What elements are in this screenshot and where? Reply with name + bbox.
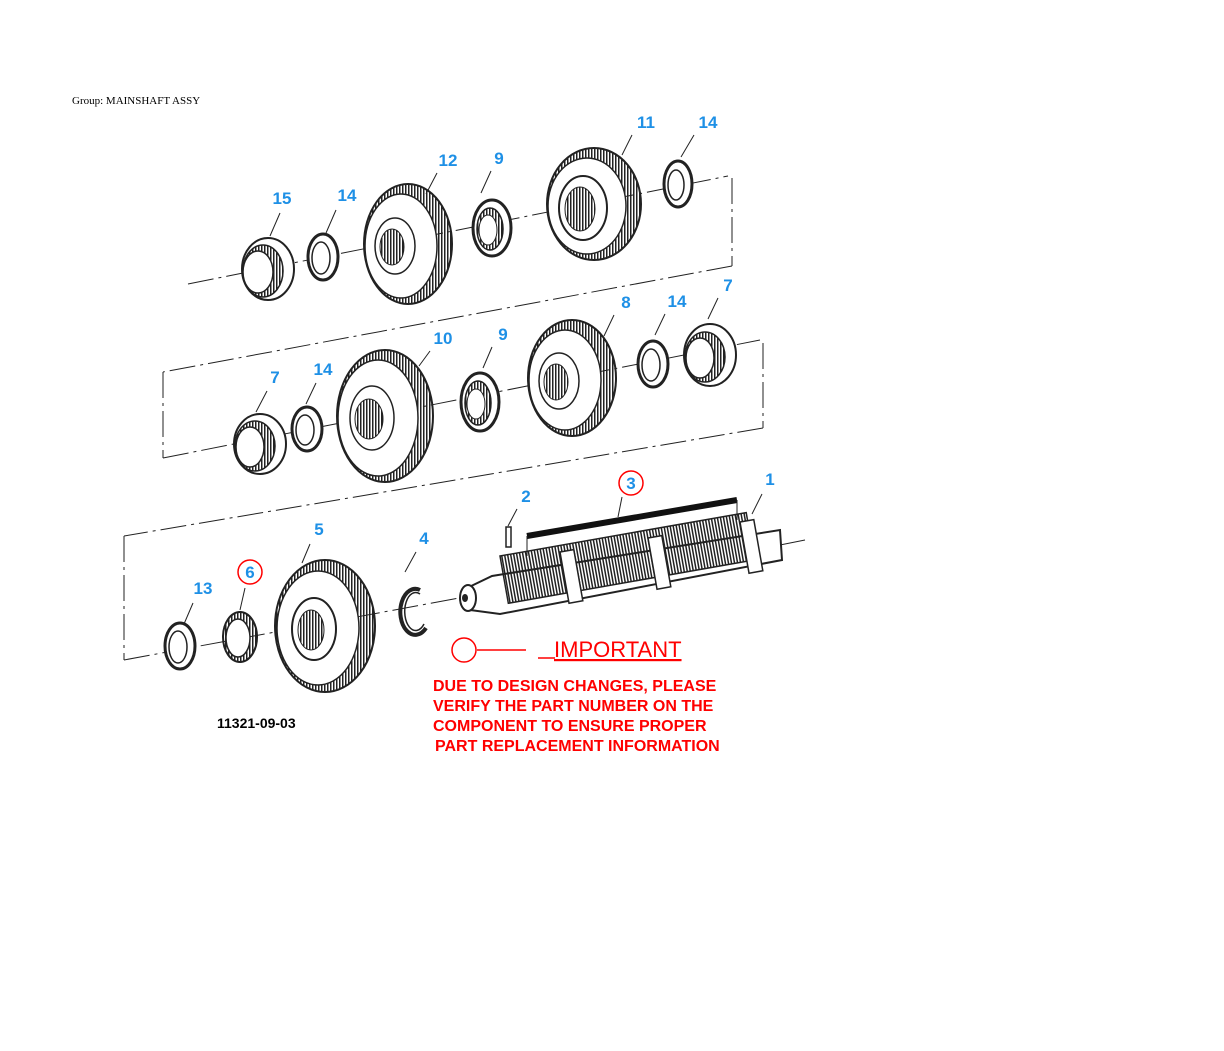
part-9-sleeve [471,198,513,258]
callout-15: 15 [273,189,292,208]
callout-6: 6 [245,563,254,582]
important-marker-circle [451,637,477,663]
part-12-gear [363,183,453,305]
callout-leader-12 [425,172,438,195]
callout-3: 3 [626,474,635,493]
part-3-bar [526,497,738,556]
callout-10: 10 [434,329,453,348]
callout-14: 14 [699,113,718,132]
callout-4: 4 [419,529,429,548]
callout-7: 7 [270,368,279,387]
part-6-ring [222,611,258,663]
figure-id: 11321-09-03 [217,715,296,731]
callout-leader-14 [680,134,695,158]
callout-14: 14 [668,292,687,311]
callout-leader-6 [239,587,246,611]
part-5-gear [274,559,376,693]
part-2-pin [505,526,512,548]
part-15-collar [241,237,295,301]
callout-9: 9 [498,325,507,344]
important-title: IMPORTANT [554,637,682,662]
callout-leader-3 [617,496,623,518]
callout-leader-13 [183,602,194,625]
callout-leader-11 [621,134,633,156]
callout-14: 14 [338,186,357,205]
callout-8: 8 [621,293,630,312]
callout-leader-15 [269,212,281,237]
callout-leader-9 [480,170,492,194]
callout-leader-10 [418,350,431,367]
part-9-sleeve-mid [459,371,501,433]
important-line-1: DUE TO DESIGN CHANGES, PLEASE [433,678,717,695]
part-14-washer-mid-left [290,405,324,453]
callout-2: 2 [521,487,530,506]
part-14-washer-top [662,159,694,209]
callout-leader-2 [507,508,518,527]
callout-14: 14 [314,360,333,379]
part-14-washer [306,232,340,282]
callout-9: 9 [494,149,503,168]
part-14-washer-mid-right [636,339,670,389]
callout-11: 11 [637,113,655,132]
callout-leader-1 [751,493,763,515]
group-label: Group: MAINSHAFT ASSY [72,95,201,107]
callout-leader-14 [305,382,317,405]
part-1-mainshaft [459,511,784,616]
callout-leader-4 [404,551,417,573]
part-4-snap-ring [398,586,428,637]
callout-7: 7 [723,276,732,295]
part-13-washer [163,621,197,671]
part-8-gear [527,319,617,437]
callout-circle-6 [237,559,263,585]
callout-circle-3 [618,470,644,496]
callout-1: 1 [765,470,774,489]
callout-leader-8 [603,314,615,337]
callout-12: 12 [439,151,458,170]
important-line-3: COMPONENT TO ENSURE PROPER [433,718,707,735]
part-7-collar-right [683,323,737,387]
callout-13: 13 [194,579,213,598]
important-line-2: VERIFY THE PART NUMBER ON THE [433,698,714,715]
part-7-collar-left [233,413,287,475]
callout-leader-5 [301,543,311,564]
part-10-gear [336,349,434,483]
part-11-gear [546,147,642,261]
callout-leader-14 [654,313,666,336]
important-line-4: PART REPLACEMENT INFORMATION [435,738,720,755]
callout-leader-7 [255,390,268,413]
important-note: IMPORTANT DUE TO DESIGN CHANGES, PLEASE … [433,637,720,755]
callout-leader-7 [707,297,719,320]
callout-leader-9 [482,346,493,369]
callout-5: 5 [314,520,323,539]
callout-leader-14 [325,209,337,234]
